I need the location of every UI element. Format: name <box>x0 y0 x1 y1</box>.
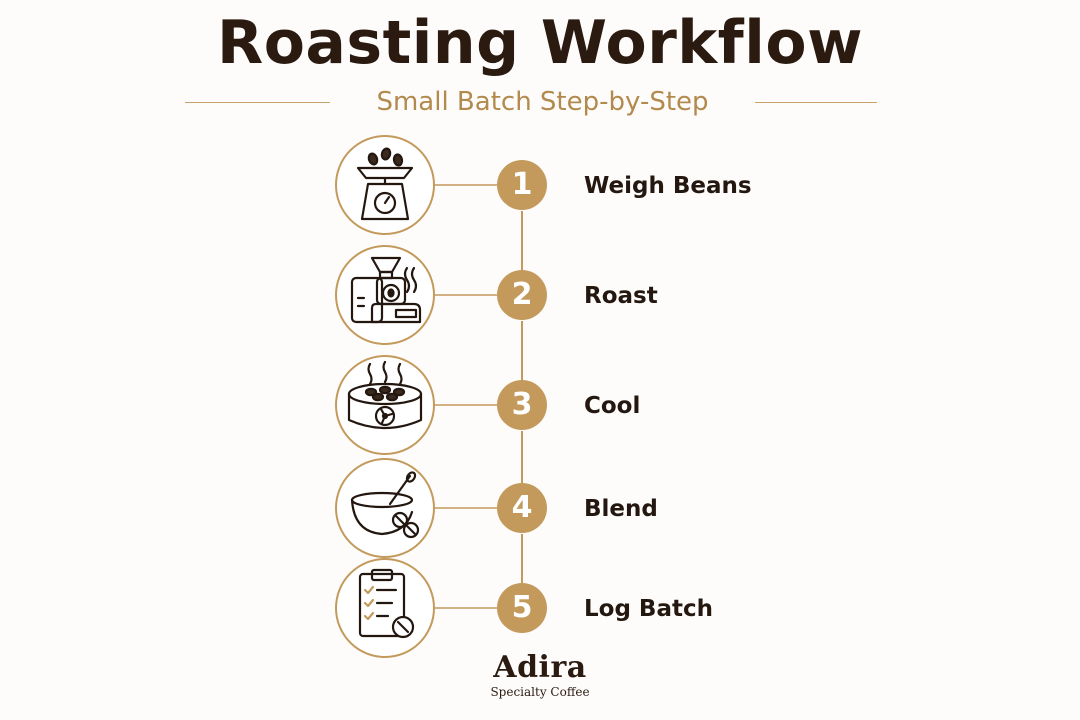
step-badge-2 <box>497 270 547 320</box>
page-subtitle: Small Batch Step-by-Step <box>376 87 709 117</box>
step-number-3: 3 <box>511 387 533 422</box>
step-number-5: 5 <box>511 590 533 625</box>
step-number-1: 1 <box>511 167 533 202</box>
step-label-blend: Blend <box>584 496 658 522</box>
step-label-weigh-beans: Weigh Beans <box>584 173 752 199</box>
subtitle-rule-left <box>185 102 330 103</box>
step-badge-3 <box>497 380 547 430</box>
step-badge-5 <box>497 583 547 633</box>
step-badge-1 <box>497 160 547 210</box>
page-title: Roasting Workflow <box>217 8 863 78</box>
subtitle-row: Small Batch Step-by-Step <box>0 84 1080 120</box>
brand-logo: Adira Specialty Coffee <box>440 652 640 700</box>
clipboard-checklist-icon <box>358 568 415 639</box>
mixing-bowl-icon <box>350 471 420 539</box>
icon-connectors <box>435 184 497 609</box>
step-badge-4 <box>497 483 547 533</box>
step-label-roast: Roast <box>584 283 658 309</box>
cooling-tray-icon <box>347 360 423 430</box>
step-label-cool: Cool <box>584 393 641 419</box>
logo-tagline: Specialty Coffee <box>490 685 590 699</box>
step-number-2: 2 <box>511 277 533 312</box>
step-number-4: 4 <box>511 490 533 525</box>
step-badges <box>497 160 547 633</box>
subtitle-rule-right <box>755 102 877 103</box>
icon-circle-2 <box>335 245 435 345</box>
coffee-roaster-icon <box>350 256 422 324</box>
step-label-log-batch: Log Batch <box>584 596 713 622</box>
logo-wordmark: Adira <box>493 650 587 685</box>
scale-with-beans-icon <box>356 147 414 221</box>
